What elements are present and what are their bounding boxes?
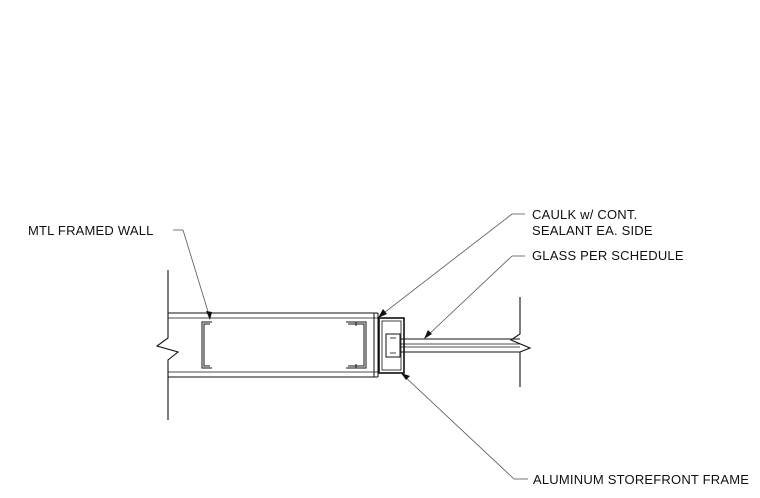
aluminum-storefront-frame <box>378 317 405 374</box>
leader-storefront-frame <box>401 373 528 480</box>
label-caulk-line-1: CAULK w/ CONT. <box>532 207 637 222</box>
arrowhead <box>206 311 212 320</box>
glazing-pocket <box>385 333 401 358</box>
leader-caulk <box>378 213 525 318</box>
leader-glass <box>424 255 525 339</box>
label-aluminum-storefront-frame: ALUMINUM STOREFRONT FRAME <box>533 472 749 487</box>
sealant-joint <box>373 313 379 377</box>
arrowhead <box>378 309 387 318</box>
leader-mtl-framed-wall <box>173 229 212 320</box>
arrowhead <box>424 330 432 339</box>
wall-break-line-right <box>509 297 532 387</box>
metal-stud-left <box>201 321 212 369</box>
metal-stud-right <box>346 321 367 369</box>
wall-break-line-left <box>155 270 180 420</box>
label-glass-per-schedule: GLASS PER SCHEDULE <box>532 248 684 263</box>
metal-framed-wall <box>168 312 378 378</box>
arrowhead <box>401 373 410 380</box>
label-caulk-line-2: SEALANT EA. SIDE <box>532 223 653 238</box>
label-mtl-framed-wall: MTL FRAMED WALL <box>28 223 154 238</box>
glass-pane <box>400 338 520 353</box>
